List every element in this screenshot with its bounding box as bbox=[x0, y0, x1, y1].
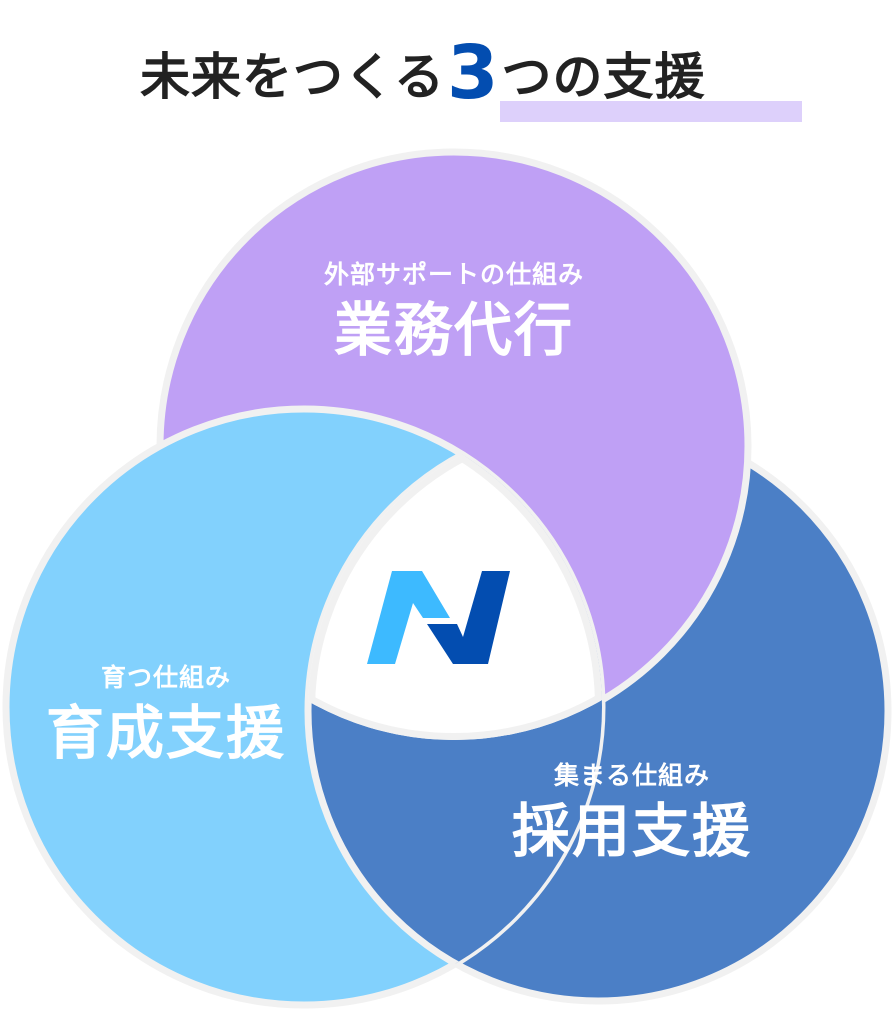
subtitle-business-outsourcing: 外部サポートの仕組み bbox=[323, 260, 584, 289]
n-logo-icon bbox=[367, 571, 510, 664]
title-number: 3 bbox=[447, 30, 500, 116]
label-recruitment-support: 集まる仕組み 採用支援 bbox=[482, 763, 782, 860]
page-title: 未来をつくる3つの支援 bbox=[140, 36, 706, 110]
subtitle-training-support: 育つ仕組み bbox=[100, 663, 231, 692]
title-business-outsourcing: 業務代行 bbox=[333, 296, 574, 364]
title-highlight-bar bbox=[500, 101, 802, 122]
label-business-outsourcing: 外部サポートの仕組み 業務代行 bbox=[254, 262, 654, 359]
title-training-support: 育成支援 bbox=[45, 699, 286, 767]
title-prefix: 未来をつくる bbox=[140, 48, 445, 106]
subtitle-recruitment-support: 集まる仕組み bbox=[553, 761, 710, 790]
title-suffix: つの支援 bbox=[501, 48, 706, 106]
title-recruitment-support: 採用支援 bbox=[511, 797, 752, 865]
label-training-support: 育つ仕組み 育成支援 bbox=[16, 665, 316, 762]
